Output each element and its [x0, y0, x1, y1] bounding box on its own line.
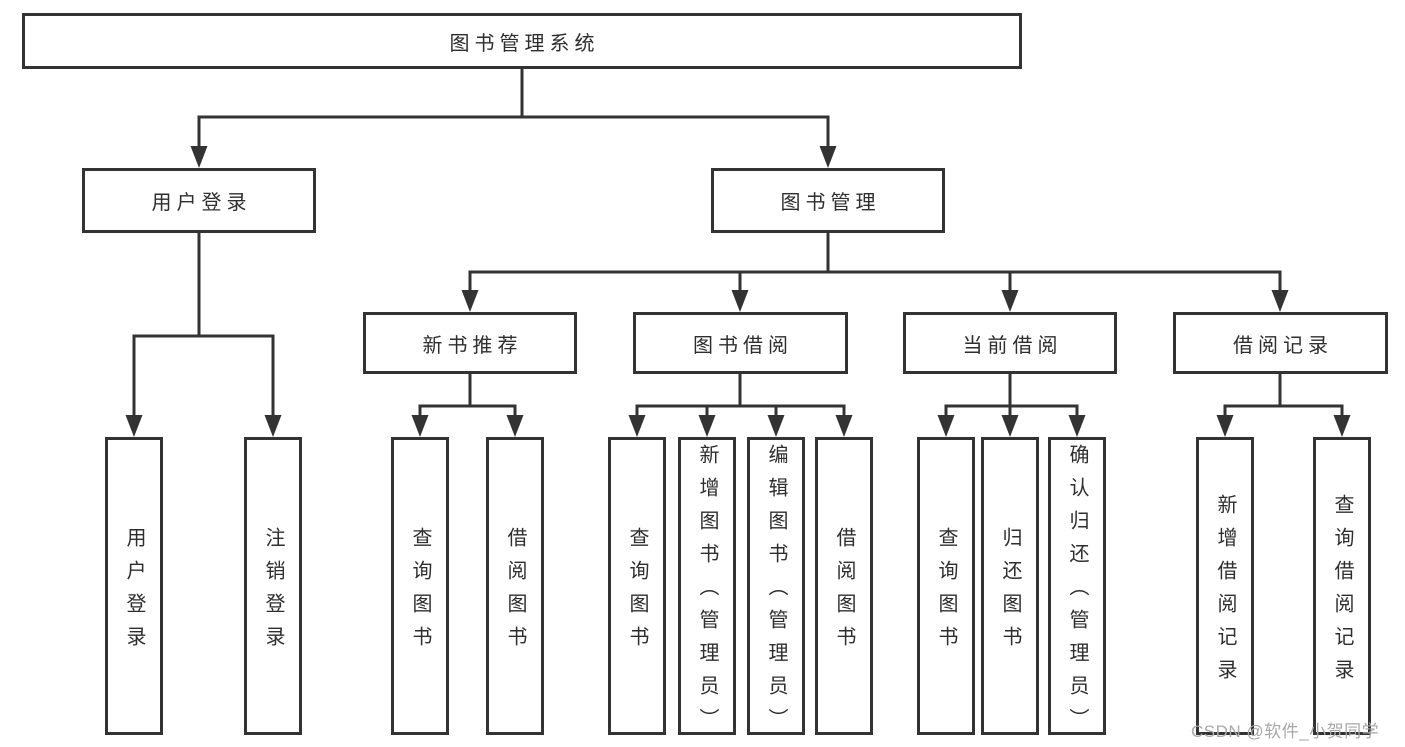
leaf-logout-label: 注销登录 — [262, 526, 284, 659]
leaf-borrow-add-books-admin-label: 新增图书（管理员） — [696, 444, 718, 741]
connector-borrow-records-to-leaves — [1223, 374, 1344, 419]
leaf-borrow-borrow-books: 借阅图书 — [815, 437, 873, 735]
leaf-records-add-record-label: 新增借阅记录 — [1214, 493, 1236, 692]
leaf-current-return-books: 归还图书 — [981, 437, 1039, 735]
node-book-borrow: 图书借阅 — [633, 312, 848, 374]
leaf-borrow-edit-books-admin-label: 编辑图书（管理员） — [765, 444, 787, 741]
leaf-user-login-label: 用户登录 — [123, 526, 145, 659]
leaf-user-login: 用户登录 — [105, 437, 163, 735]
leaf-borrow-query-books-label: 查询图书 — [626, 526, 648, 659]
leaf-recommend-borrow-books-label: 借阅图书 — [504, 526, 526, 659]
node-current-borrow-label: 当前借阅 — [962, 334, 1063, 357]
node-book-management-label: 图书管理 — [780, 192, 881, 214]
connector-current-borrow-to-leaves — [944, 374, 1079, 419]
leaf-borrow-add-books-admin: 新增图书（管理员） — [678, 437, 736, 741]
node-user-login: 用户登录 — [82, 168, 316, 233]
node-root-label: 图书管理系统 — [449, 32, 600, 55]
leaf-current-confirm-return-admin-label: 确认归还（管理员） — [1066, 444, 1088, 741]
node-book-borrow-label: 图书借阅 — [693, 334, 793, 357]
leaf-logout: 注销登录 — [244, 437, 302, 735]
connector-new-book-recommend-to-leaves — [418, 374, 517, 419]
connector-user-login-to-leaves — [132, 233, 275, 419]
node-book-management: 图书管理 — [711, 168, 945, 233]
connector-book-management-to-level3 — [468, 233, 1282, 295]
leaf-recommend-borrow-books: 借阅图书 — [486, 437, 544, 735]
leaf-current-query-books-label: 查询图书 — [935, 526, 957, 659]
connector-book-borrow-to-leaves — [635, 374, 846, 419]
node-current-borrow: 当前借阅 — [903, 312, 1117, 374]
leaf-recommend-query-books: 查询图书 — [391, 437, 449, 735]
leaf-current-query-books: 查询图书 — [917, 437, 975, 735]
leaf-recommend-query-books-label: 查询图书 — [409, 526, 431, 659]
leaf-records-query-record-label: 查询借阅记录 — [1331, 493, 1353, 692]
leaf-records-query-record: 查询借阅记录 — [1313, 437, 1371, 735]
leaf-current-confirm-return-admin: 确认归还（管理员） — [1048, 437, 1106, 741]
node-new-book-recommend-label: 新书推荐 — [422, 334, 523, 357]
leaf-borrow-borrow-books-label: 借阅图书 — [833, 526, 855, 659]
leaf-records-add-record: 新增借阅记录 — [1196, 437, 1254, 735]
node-new-book-recommend: 新书推荐 — [363, 312, 577, 374]
leaf-borrow-query-books: 查询图书 — [608, 437, 666, 735]
csdn-watermark: CSDN @软件_小贺同学 — [1191, 722, 1380, 741]
node-borrow-records-label: 借阅记录 — [1233, 334, 1333, 357]
leaf-borrow-edit-books-admin: 编辑图书（管理员） — [747, 437, 805, 741]
node-root-system: 图书管理系统 — [22, 13, 1022, 69]
leaf-current-return-books-label: 归还图书 — [999, 526, 1021, 659]
node-borrow-records: 借阅记录 — [1173, 312, 1388, 374]
node-user-login-label: 用户登录 — [151, 192, 252, 214]
connector-root-to-level2 — [197, 69, 830, 150]
